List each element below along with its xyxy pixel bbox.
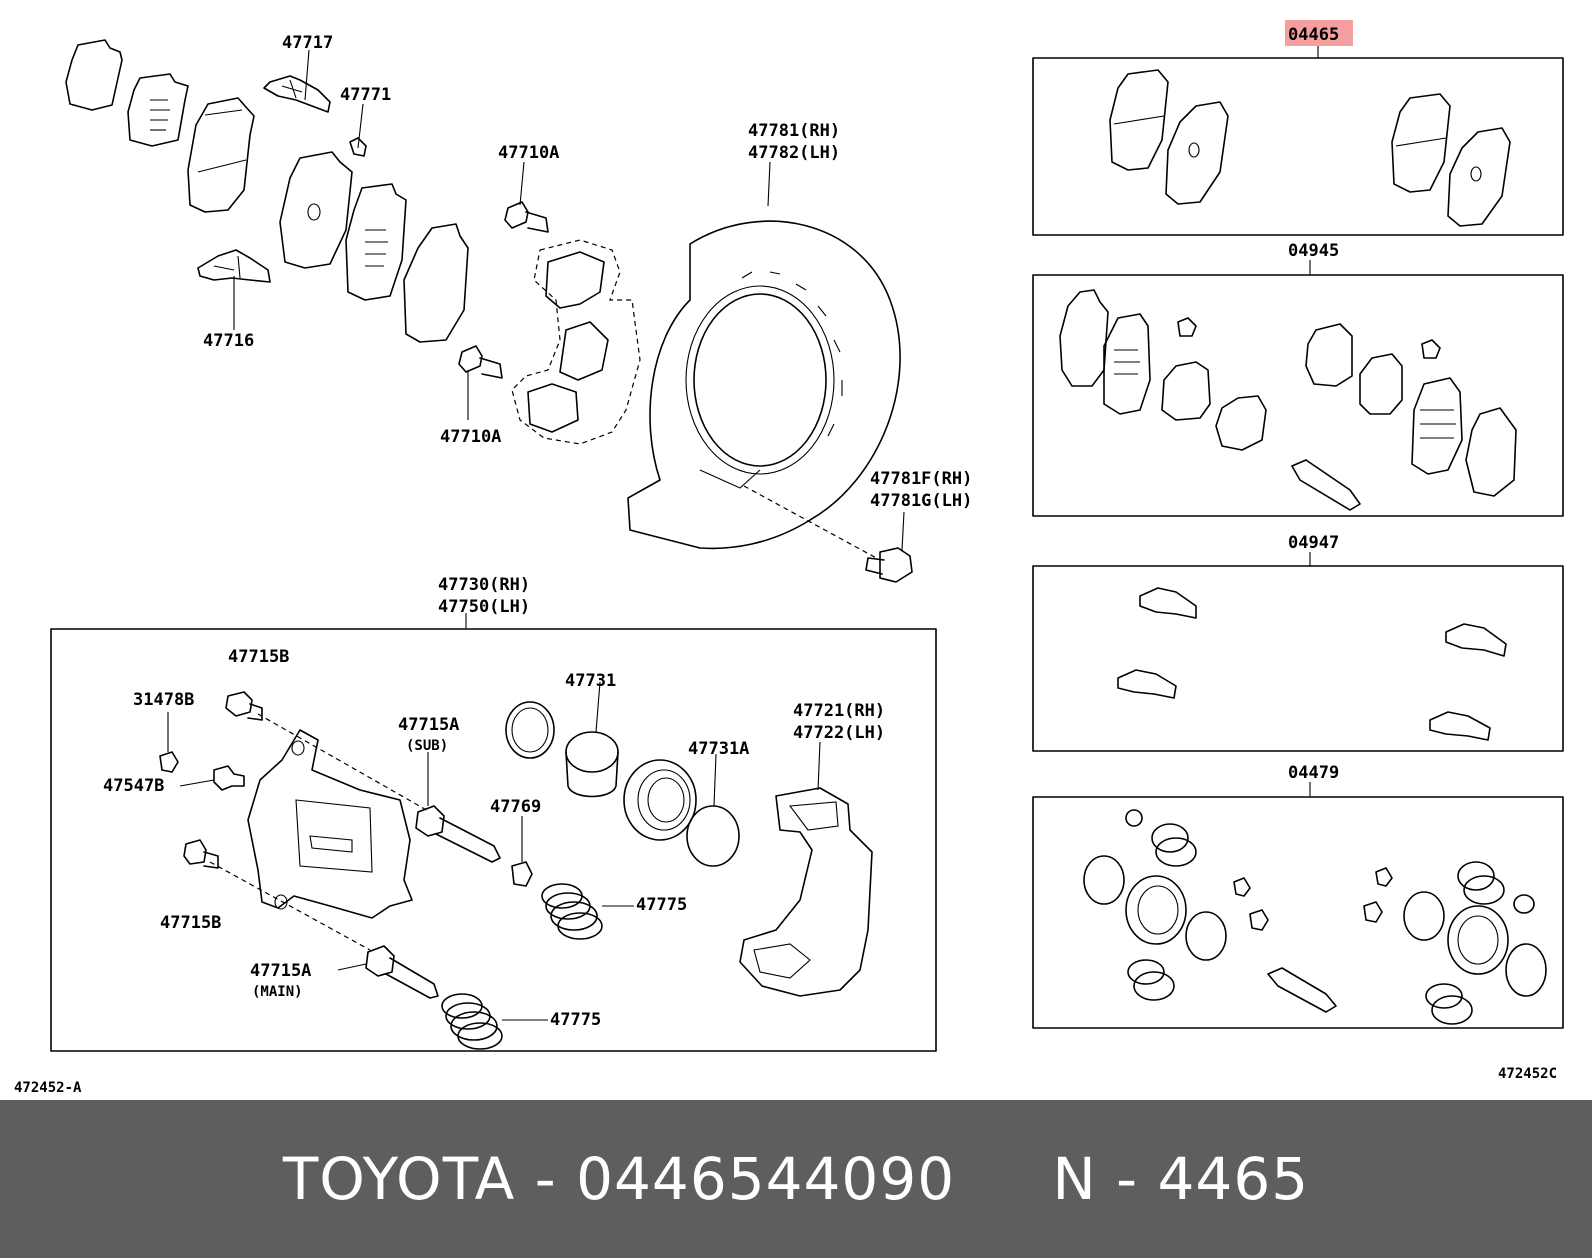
cap-31478b: [159, 751, 179, 773]
footer-gap: [955, 1145, 1052, 1213]
label-47715b-bottom: 47715B: [160, 913, 221, 933]
kit-04479-box: [1032, 796, 1564, 1029]
caliper-assembly-box: [50, 628, 937, 1052]
label-47715b-top: 47715B: [228, 647, 289, 667]
slide-pin-main: [337, 945, 439, 999]
label-47782: 47782(LH): [748, 143, 840, 163]
kit-04945-box: [1032, 274, 1564, 517]
mounting-bracket-47721: [739, 741, 873, 997]
label-47781f: 47781F(RH): [870, 469, 972, 489]
label-47775-lower: 47775: [550, 1010, 601, 1030]
kit-04465-highlight: [1285, 20, 1353, 46]
kit-04945-parts: [1059, 289, 1517, 511]
label-47750: 47750(LH): [438, 597, 530, 617]
dash-line-pin-top: [257, 713, 431, 813]
label-sub: (SUB): [406, 738, 448, 754]
bleeder-47547b: [213, 765, 245, 791]
label-kit-04945: 04945: [1288, 241, 1339, 261]
kit-04947-box: [1032, 565, 1564, 752]
label-ref-right: 472452C: [1498, 1066, 1557, 1082]
part-number-banner: TOYOTA - 0446544090 N - 4465: [0, 1100, 1592, 1258]
kit-04947-clips: [1117, 587, 1507, 741]
caliper-bracket-outline: [511, 239, 641, 445]
label-main: (MAIN): [252, 984, 303, 1000]
leader-47781: [767, 161, 771, 207]
label-47775-upper: 47775: [636, 895, 687, 915]
kit-04465-pads: [1109, 69, 1511, 227]
seal-ring: [505, 701, 555, 759]
label-kit-04465: 04465: [1288, 25, 1339, 45]
footer-separator-1: -: [515, 1145, 577, 1213]
label-47731a: 47731A: [688, 739, 749, 759]
label-47731: 47731: [565, 671, 616, 691]
label-47771: 47771: [340, 85, 391, 105]
bolt-47715b: [183, 691, 263, 869]
label-47715a-main: 47715A: [250, 961, 311, 981]
label-47716: 47716: [203, 331, 254, 351]
dust-shield: [627, 220, 901, 550]
kit-04465-box: [1032, 57, 1564, 236]
label-47769: 47769: [490, 797, 541, 817]
label-47547b: 47547B: [103, 776, 164, 796]
footer-code-prefix: N: [1052, 1145, 1097, 1213]
leader-lines-top-left: [233, 49, 525, 420]
label-31478b: 31478B: [133, 690, 194, 710]
label-47717: 47717: [282, 33, 333, 53]
caliper-body: [247, 729, 413, 919]
bolt-47710a: [458, 201, 549, 379]
pad-shims-group: [65, 39, 469, 343]
piston-47731: [565, 681, 619, 798]
dash-line-pin-bottom: [209, 861, 371, 951]
leader-47781f: [743, 485, 881, 561]
slide-pin-sub: [415, 752, 501, 863]
footer-separator-2: -: [1096, 1145, 1158, 1213]
bolt-47781f: [865, 511, 913, 583]
bushing-47769: [511, 861, 533, 887]
label-47715a-sub: 47715A: [398, 715, 459, 735]
label-kit-04479: 04479: [1288, 763, 1339, 783]
footer-brand: TOYOTA: [282, 1145, 516, 1213]
label-47781: 47781(RH): [748, 121, 840, 141]
snap-ring-47731a: [686, 805, 740, 867]
pin-boot-lower: [441, 993, 548, 1050]
pin-boot-upper: [541, 883, 634, 940]
label-47781g: 47781G(LH): [870, 491, 972, 511]
piston-boot: [623, 759, 697, 841]
label-47722: 47722(LH): [793, 723, 885, 743]
label-47710a-bottom: 47710A: [440, 427, 501, 447]
kit-04479-parts: [1083, 809, 1547, 1025]
label-47730: 47730(RH): [438, 575, 530, 595]
footer-code-number: 4465: [1157, 1145, 1310, 1213]
parts-diagram: 47717 47771 47716 47710A 47710A 47781(RH…: [14, 20, 1564, 1096]
label-kit-04947: 04947: [1288, 533, 1339, 553]
part-labels: 47717 47771 47716 47710A 47710A 47781(RH…: [14, 25, 1557, 1096]
label-ref-left: 472452-A: [14, 1080, 82, 1096]
label-47721: 47721(RH): [793, 701, 885, 721]
label-47710a-top: 47710A: [498, 143, 559, 163]
footer-part-number: 0446544090: [576, 1145, 956, 1213]
